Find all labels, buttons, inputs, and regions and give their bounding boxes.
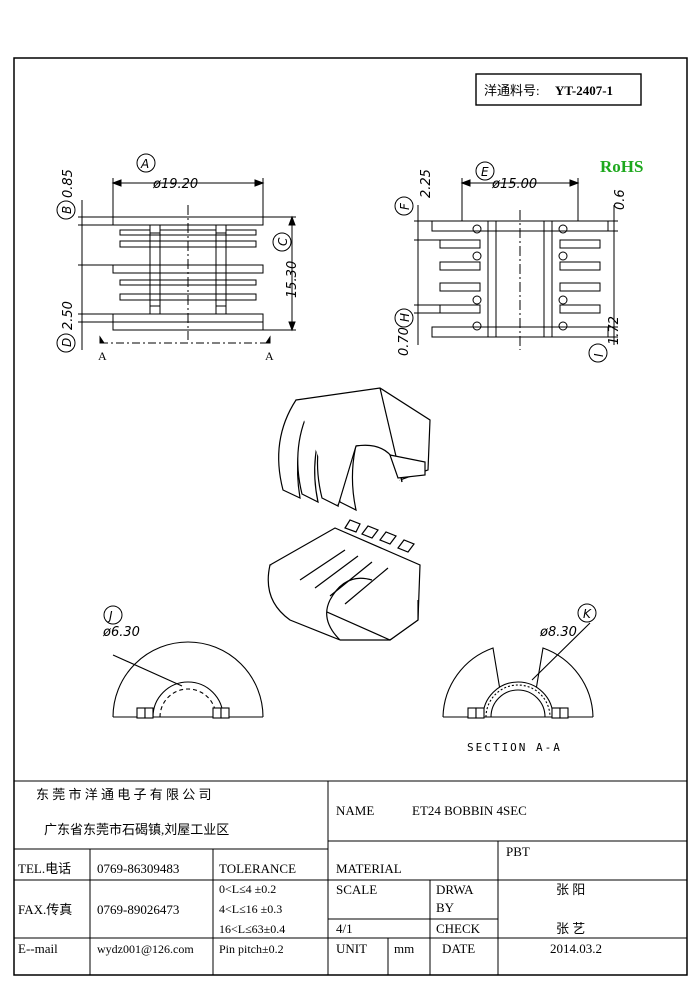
check-value: 张 艺 — [556, 921, 585, 936]
company-address: 广东省东莞市石碣镇,刘屋工业区 — [44, 822, 229, 837]
dim-f: 2.25 — [419, 169, 434, 198]
tolerance-row-4: Pin pitch±0.2 — [219, 942, 284, 956]
tel-value: 0769-86309483 — [97, 861, 179, 876]
date-value: 2014.03.2 — [550, 941, 602, 956]
date-label: DATE — [442, 941, 475, 956]
callout-circle-c — [272, 232, 292, 252]
callout-e: E — [481, 165, 489, 179]
dim-i: 1.72 — [607, 316, 622, 345]
material-label: MATERIAL — [336, 861, 402, 876]
callout-k: K — [583, 607, 592, 621]
callout-circle-f — [394, 196, 414, 216]
dim-d: 2.50 — [61, 301, 76, 330]
tolerance-label: TOLERANCE — [219, 861, 296, 876]
dim-j: ø6.30 — [102, 625, 140, 640]
callout-circle-k — [577, 603, 597, 623]
part-number-box: 洋通料号: YT-2407-1 — [475, 73, 642, 106]
material-value: PBT — [506, 844, 530, 859]
isometric-upper-half — [278, 387, 431, 512]
left-front-view — [78, 178, 296, 350]
rohs-mark: RoHS — [600, 157, 643, 176]
fax-value: 0769-89026473 — [97, 902, 179, 917]
scale-label: SCALE — [336, 882, 377, 897]
sheet-border — [13, 57, 688, 976]
drawn-label-1: DRWA — [436, 882, 474, 897]
tolerance-row-1: 0<L≤4 ±0.2 — [219, 882, 276, 896]
right-front-view — [414, 178, 618, 350]
tolerance-row-2: 4<L≤16 ±0.3 — [219, 902, 282, 916]
section-title: SECTION A-A — [467, 741, 562, 754]
dim-b: 0.85 — [61, 169, 76, 198]
isometric-lower-half — [267, 519, 421, 641]
section-view-k — [442, 622, 594, 719]
part-number-label: 洋通料号: — [484, 83, 540, 98]
callout-circle-a — [136, 153, 156, 173]
callout-c: C — [276, 237, 290, 246]
name-label: NAME — [336, 803, 374, 818]
scale-value: 4/1 — [336, 921, 353, 936]
callout-circle-h — [394, 308, 414, 328]
drawn-label-2: BY — [436, 900, 455, 915]
callout-circle-e — [475, 161, 495, 181]
callout-h: H — [398, 313, 412, 322]
dim-e: ø15.00 — [491, 177, 537, 192]
bottom-view-j — [112, 641, 264, 719]
section-mark-right: A — [265, 349, 274, 363]
email-label: E--mail — [18, 941, 58, 956]
callout-circle-i — [588, 343, 608, 363]
unit-label: UNIT — [336, 941, 367, 956]
tel-label: TEL.电话 — [18, 861, 71, 876]
dim-g: 0.6 — [613, 189, 628, 210]
tolerance-row-3: 16<L≤63±0.4 — [219, 922, 285, 936]
dim-h: 0.70 — [397, 327, 412, 356]
callout-f: F — [398, 202, 412, 210]
callout-d: D — [60, 338, 74, 347]
drawn-value: 张 阳 — [556, 882, 585, 897]
dim-a: ø19.20 — [152, 177, 198, 192]
callout-a: A — [140, 157, 149, 171]
callout-circle-j — [103, 605, 123, 625]
check-label: CHECK — [436, 921, 481, 936]
callout-b: B — [60, 206, 74, 214]
email-value: wydz001@126.com — [97, 942, 194, 956]
dim-k: ø8.30 — [539, 625, 577, 640]
callout-j: J — [107, 609, 113, 623]
name-value: ET24 BOBBIN 4SEC — [412, 803, 527, 818]
dim-c: 15.30 — [285, 261, 300, 298]
unit-value: mm — [394, 941, 414, 956]
section-mark-left: A — [98, 349, 107, 363]
company-name: 东 莞 市 洋 通 电 子 有 限 公 司 — [36, 787, 212, 802]
part-number-value: YT-2407-1 — [555, 83, 613, 98]
fax-label: FAX.传真 — [18, 902, 72, 917]
callout-i: I — [592, 353, 606, 357]
callout-circle-b — [56, 200, 76, 220]
callout-circle-d — [56, 333, 76, 353]
title-block-grid — [14, 780, 687, 975]
